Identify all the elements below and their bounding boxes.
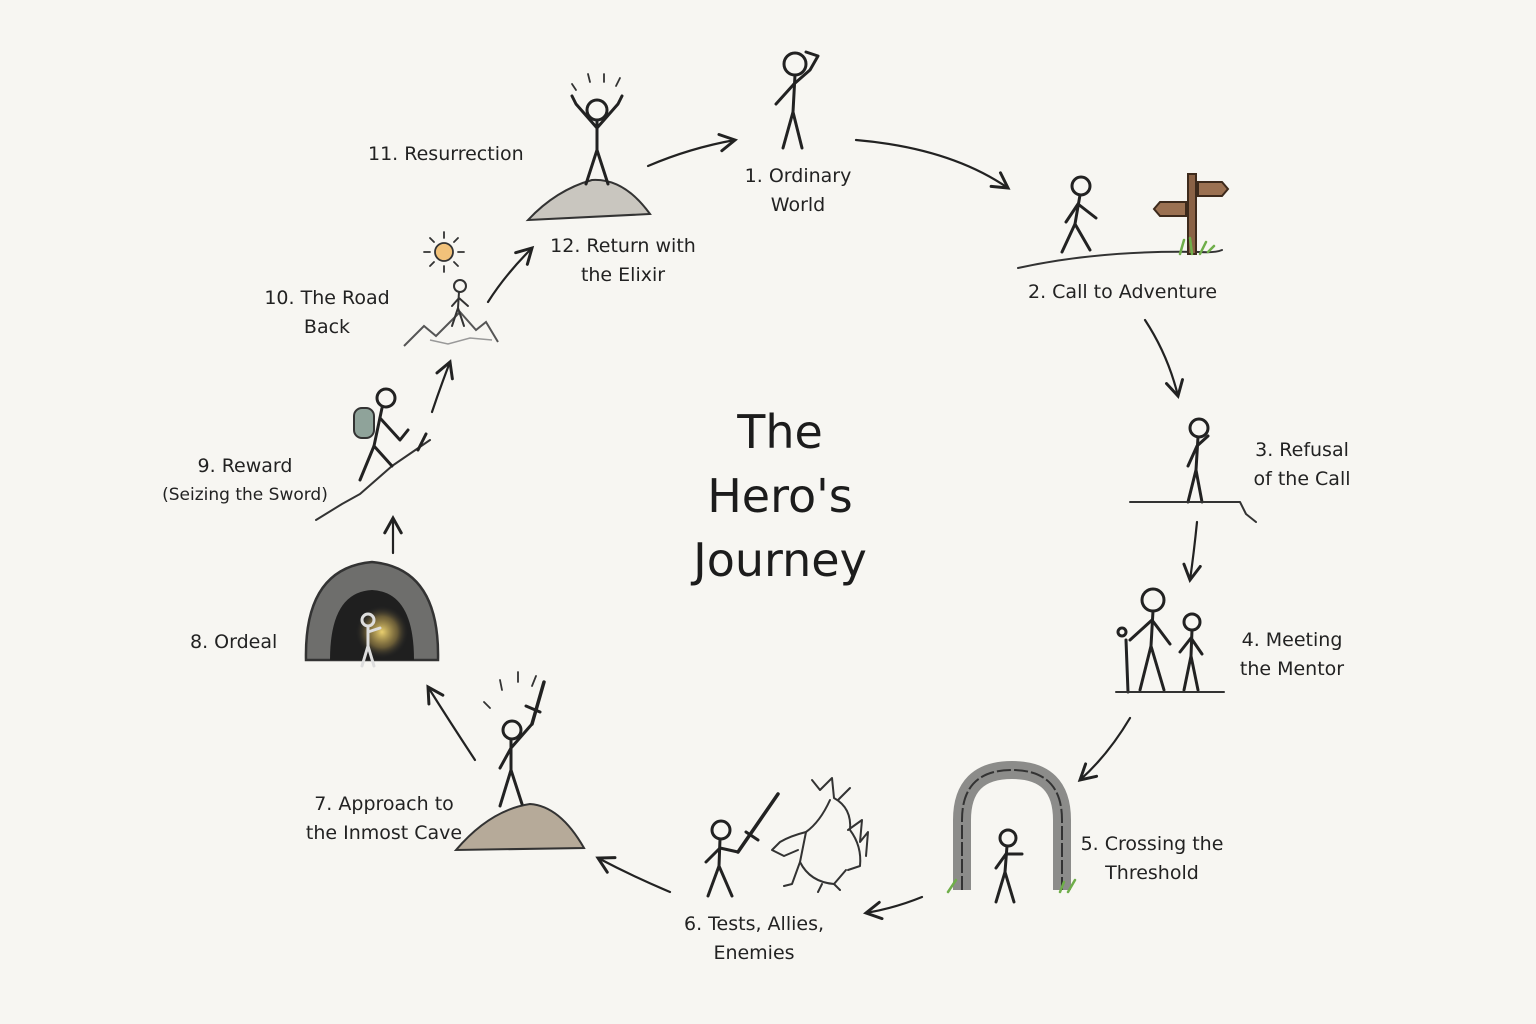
stage-label-reward: 9. Reward (Seizing the Sword) bbox=[162, 455, 328, 505]
stage-label-resurrection: 11. Resurrection bbox=[368, 143, 524, 165]
signpost-icon bbox=[1152, 173, 1230, 256]
arrow-5-to-6 bbox=[862, 895, 924, 921]
title-line-2: Hero's bbox=[707, 469, 853, 523]
arrow-1-to-2 bbox=[854, 138, 1011, 190]
dragon-icon bbox=[771, 777, 869, 893]
mountain-figure-icon bbox=[403, 279, 499, 347]
victorious-hero-icon bbox=[453, 671, 586, 852]
arrow-4-to-5 bbox=[1077, 716, 1132, 783]
title-line-3: Journey bbox=[693, 533, 867, 587]
arrow-7-to-8 bbox=[426, 684, 477, 762]
arrow-6-to-7 bbox=[595, 856, 672, 894]
stage-label-approach-to-inmost-cave: 7. Approach to the Inmost Cave bbox=[305, 793, 463, 844]
walking-figure-icon bbox=[1017, 175, 1223, 269]
arrow-10-to-12 bbox=[486, 245, 535, 304]
mentor-and-hero-icon bbox=[1115, 587, 1225, 694]
ordinary-world-figure-icon bbox=[774, 50, 820, 150]
stage-label-refusal-of-the-call: 3. Refusal of the Call bbox=[1253, 439, 1351, 490]
cycle-arrows bbox=[383, 132, 1202, 921]
arrow-9-to-10 bbox=[430, 359, 454, 414]
stage-label-the-road-back: 10. The Road Back bbox=[264, 287, 390, 338]
hesitating-figure-icon bbox=[1129, 417, 1257, 523]
stage-label-tests-allies-enemies: 6. Tests, Allies, Enemies bbox=[683, 913, 825, 964]
arrow-11-to-1 bbox=[646, 132, 739, 168]
arrow-2-to-3 bbox=[1143, 318, 1184, 399]
stone-archway-icon bbox=[946, 760, 1077, 904]
stage-label-call-to-adventure: 2. Call to Adventure bbox=[1028, 281, 1218, 303]
stage-label-return-with-the-elixir: 12. Return with the Elixir bbox=[550, 235, 696, 286]
cave-with-torch-icon bbox=[304, 560, 440, 668]
diagram-title: The Hero's Journey bbox=[650, 400, 910, 592]
stage-label-crossing-the-threshold: 5. Crossing the Threshold bbox=[1080, 833, 1224, 884]
stage-label-ordinary-world: 1. Ordinary World bbox=[744, 165, 852, 216]
hero-with-sword-icon bbox=[704, 792, 780, 898]
arrow-3-to-4 bbox=[1182, 520, 1202, 584]
stage-label-ordeal: 8. Ordeal bbox=[190, 631, 278, 653]
title-line-1: The bbox=[737, 405, 823, 459]
sun-icon bbox=[423, 231, 465, 273]
climbing-hiker-icon bbox=[315, 387, 431, 521]
stage-label-meeting-the-mentor: 4. Meeting the Mentor bbox=[1239, 629, 1345, 680]
triumphant-figure-icon bbox=[525, 73, 652, 222]
